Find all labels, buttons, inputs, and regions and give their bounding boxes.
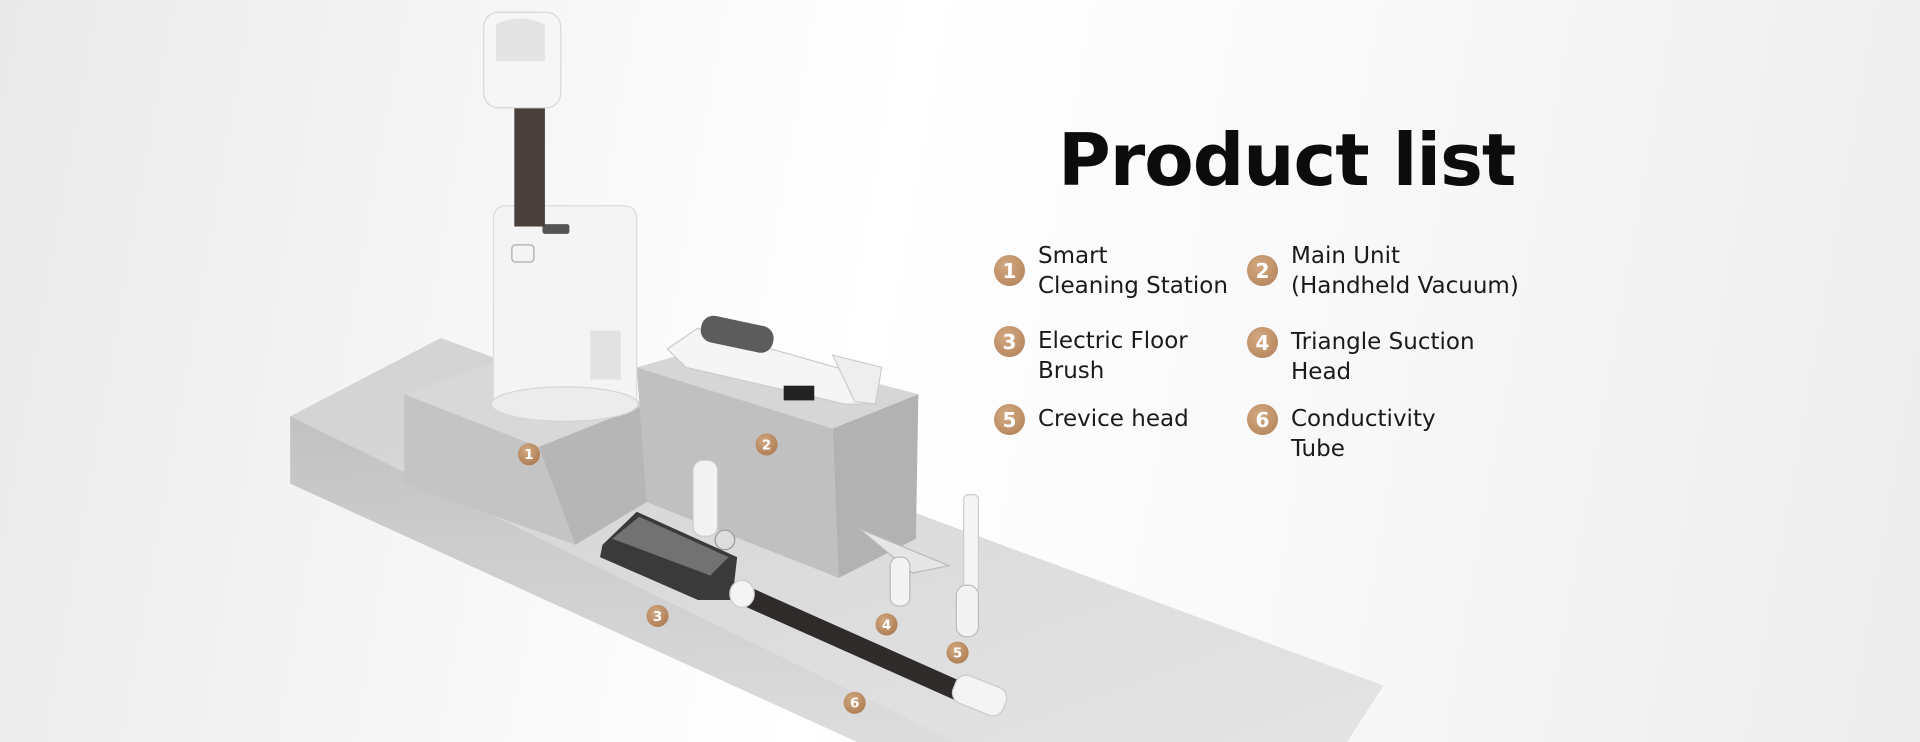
svg-text:4: 4: [882, 618, 891, 633]
scene-badge-3: 3: [646, 604, 669, 627]
number-badge: 6: [1247, 404, 1278, 435]
number-badge: 2: [1247, 255, 1278, 286]
list-item-crevice-head: 5 Crevice head: [994, 404, 1189, 435]
item-label: Electric Floor Brush: [1038, 328, 1188, 384]
svg-text:6: 6: [850, 697, 859, 712]
number-badge: 4: [1247, 327, 1278, 358]
number-badge: 3: [994, 326, 1025, 357]
scene-badge-2: 2: [755, 433, 778, 456]
electric-floor-brush-image: [600, 459, 738, 600]
svg-text:5: 5: [953, 647, 962, 662]
svg-text:2: 2: [762, 438, 771, 453]
conductivity-tube-image: [729, 579, 1008, 717]
svg-text:3: 3: [653, 610, 662, 625]
item-label: Smart Cleaning Station: [1038, 243, 1228, 299]
number-badge: 5: [994, 404, 1025, 435]
smart-cleaning-station-image: [483, 11, 639, 422]
scene-badge-4: 4: [875, 613, 898, 636]
list-item-smart-cleaning-station: 1 Smart Cleaning Station: [994, 241, 1228, 301]
page-title: Product list: [1058, 118, 1516, 202]
list-item-triangle-suction-head: 4 Triangle Suction Head: [1247, 327, 1475, 387]
item-label: Crevice head: [1038, 406, 1189, 432]
triangle-suction-head-image: [859, 528, 952, 607]
svg-text:1: 1: [524, 448, 533, 463]
item-label: Conductivity Tube: [1291, 406, 1436, 462]
item-label: Triangle Suction Head: [1291, 329, 1475, 385]
scene-badge-5: 5: [946, 641, 969, 664]
list-item-main-unit: 2 Main Unit (Handheld Vacuum): [1247, 241, 1519, 301]
list-item-electric-floor-brush: 3 Electric Floor Brush: [994, 326, 1188, 386]
scene-badge-6: 6: [843, 691, 866, 714]
list-item-conductivity-tube: 6 Conductivity Tube: [1247, 404, 1436, 464]
handheld-vacuum-image: [666, 315, 883, 405]
crevice-head-image: [955, 494, 979, 638]
number-badge: 1: [994, 255, 1025, 286]
item-label: Main Unit (Handheld Vacuum): [1291, 243, 1519, 299]
scene-badge-1: 1: [517, 443, 541, 466]
